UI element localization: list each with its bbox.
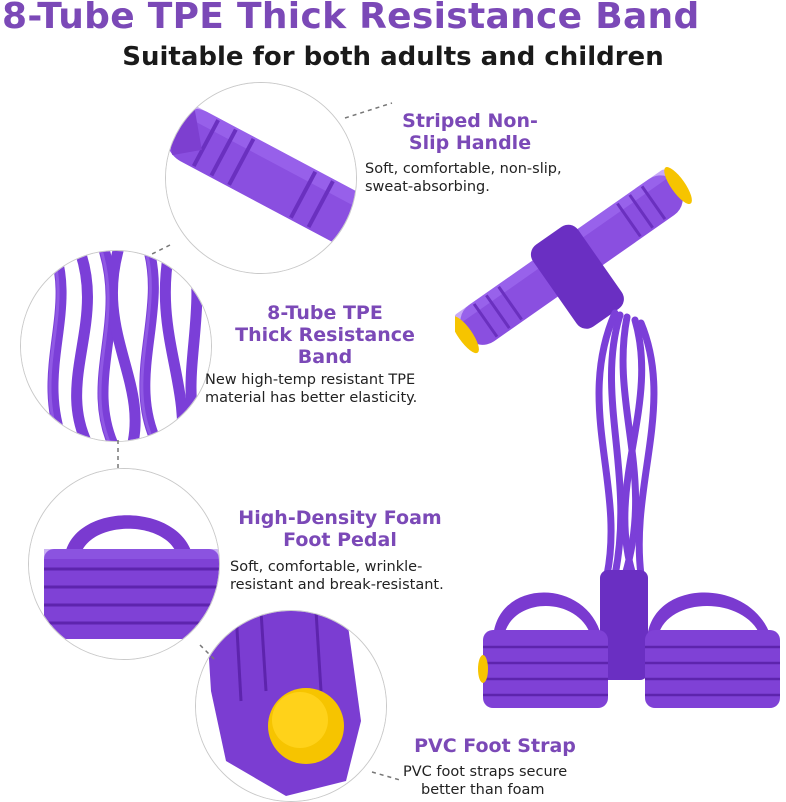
feature-strap-title: PVC Foot Strap <box>414 735 576 757</box>
feature-handle-title: Striped Non- Slip Handle <box>402 110 538 154</box>
product-subtitle: Suitable for both adults and children <box>122 42 664 72</box>
product-title: 8-Tube TPE Thick Resistance Band <box>2 0 700 37</box>
end-cap-closeup-image <box>195 610 387 802</box>
tubes-closeup-image <box>20 250 212 442</box>
feature-band-desc: New high-temp resistant TPE material has… <box>205 372 418 406</box>
handle-closeup-image <box>165 82 357 274</box>
feature-handle-desc: Soft, comfortable, non-slip, sweat-absor… <box>365 161 562 195</box>
feature-pedal-desc: Soft, comfortable, wrinkle- resistant an… <box>230 559 444 593</box>
feature-strap-desc: PVC foot straps secure better than foam <box>403 764 568 798</box>
foot-pedal-closeup-image <box>28 468 220 660</box>
feature-pedal-title: High-Density Foam Foot Pedal <box>238 507 442 551</box>
feature-band-title: 8-Tube TPE Thick Resistance Band <box>235 302 415 368</box>
resistance-band-product-image <box>451 145 785 719</box>
